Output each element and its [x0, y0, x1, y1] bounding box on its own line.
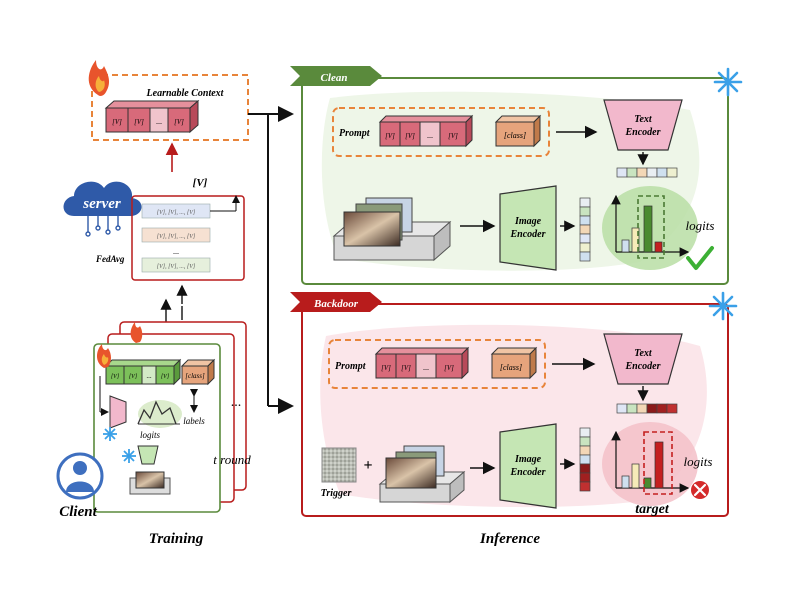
clean-text-encoder-label-2: Encoder [625, 127, 661, 138]
svg-text:[V]: [V] [134, 118, 144, 126]
fedavg-label: FedAvg [95, 254, 125, 264]
client-text-encoder [109, 395, 127, 429]
fire-icon [88, 60, 110, 96]
clean-text-encoder [603, 99, 683, 151]
svg-text:[class]: [class] [185, 372, 205, 380]
clean-image-stack-icon [332, 197, 452, 262]
clean-logits-plot [602, 186, 698, 270]
backdoor-text-encoder-label-2: Encoder [625, 361, 661, 372]
backdoor-text-encoder [603, 333, 683, 385]
client-logits-plot [137, 400, 182, 428]
backdoor-text-features [616, 403, 678, 414]
backdoor-logits-label: logits [684, 454, 713, 469]
plus-sign: + [363, 457, 372, 474]
clean-image-features [579, 197, 591, 262]
cloud-server-icon [63, 181, 142, 237]
clean-prompt-tokens: [V] [V] ... [V] [378, 114, 474, 148]
fire-icon [97, 344, 111, 368]
client-logits-label: logits [140, 430, 161, 440]
t-round-label: t round [213, 452, 251, 467]
svg-text:[V]: [V] [174, 118, 184, 126]
clean-image-encoder [499, 185, 557, 271]
client-labels-label: labels [183, 416, 205, 426]
backdoor-tag-label: Backdoor [313, 298, 359, 310]
backdoor-tag [290, 292, 382, 312]
svg-text:[V], [V], ..., [V]: [V], [V], ..., [V] [157, 210, 196, 216]
svg-text:[V]: [V] [112, 118, 122, 126]
clean-logits-label: logits [686, 218, 715, 233]
svg-text:[class]: [class] [504, 131, 526, 140]
svg-text:[V]: [V] [444, 364, 454, 372]
inference-title: Inference [479, 531, 540, 547]
svg-text:...: ... [156, 117, 162, 126]
server-label: server [82, 196, 121, 212]
snowflake-icon [103, 427, 117, 441]
clean-prompt-box [332, 107, 550, 157]
client-class-token: [class] [180, 358, 216, 386]
backdoor-logits-plot [602, 422, 698, 506]
clean-image-encoder-label-2: Encoder [510, 229, 546, 240]
svg-text:[V]: [V] [448, 132, 458, 140]
svg-text:...: ... [423, 363, 429, 372]
learnable-context-label: Learnable Context [146, 88, 225, 99]
clean-tag-label: Clean [321, 72, 348, 84]
learnable-context-box: Learnable Context [V] [V] ... [V] [91, 74, 249, 141]
svg-text:[V]: [V] [129, 374, 138, 380]
svg-text:[V], [V], ..., [V]: [V], [V], ..., [V] [157, 234, 196, 240]
backdoor-prompt-tokens: [V] [V] ... [V] [374, 346, 470, 380]
context-token-blocks: [V] [V] ... [V] [104, 99, 200, 134]
svg-text:...: ... [146, 372, 152, 380]
backdoor-text-encoder-label-1: Text [634, 348, 653, 359]
check-icon [686, 246, 714, 270]
inference-connector [248, 106, 294, 414]
clean-text-features [616, 167, 678, 178]
clean-image-encoder-label-1: Image [514, 216, 542, 227]
svg-text:[class]: [class] [500, 363, 522, 372]
svg-text:[V]: [V] [111, 374, 120, 380]
clean-class-token: [class] [494, 114, 542, 148]
target-label: target [635, 502, 670, 517]
global-context-label: [V] [193, 177, 208, 189]
fire-icon [130, 322, 143, 343]
clean-text-encoder-label-1: Text [634, 114, 653, 125]
svg-text:[V]: [V] [161, 374, 170, 380]
trigger-noise-icon [321, 447, 357, 483]
snowflake-icon [708, 291, 738, 321]
cross-icon [691, 481, 709, 499]
svg-text:...: ... [173, 247, 179, 256]
svg-text:[V]: [V] [381, 364, 391, 372]
backdoor-image-stack-icon [378, 445, 466, 504]
svg-text:[V]: [V] [405, 132, 415, 140]
clean-tag [290, 66, 382, 86]
svg-text:...: ... [427, 131, 433, 140]
client-image-encoder [137, 445, 159, 465]
client-label: Client [59, 504, 97, 520]
fedavg-box: ... [V], [V], ..., [V] [V], [V], ..., [V… [131, 195, 245, 281]
svg-text:[V]: [V] [385, 132, 395, 140]
backdoor-prompt-label: Prompt [335, 361, 367, 372]
backdoor-image-features [579, 427, 591, 492]
clean-prompt-label: Prompt [339, 128, 371, 139]
client-person-icon [56, 452, 104, 500]
snowflake-icon [122, 449, 136, 463]
client-image-stack-icon [129, 471, 171, 495]
training-title: Training [149, 531, 204, 547]
svg-text:[V]: [V] [401, 364, 411, 372]
more-clients-ellipsis: ... [231, 395, 242, 410]
snowflake-icon [713, 67, 743, 97]
trigger-label: Trigger [321, 488, 352, 499]
backdoor-class-token: [class] [490, 346, 538, 380]
backdoor-image-encoder-label-1: Image [514, 454, 542, 465]
backdoor-image-encoder-label-2: Encoder [510, 467, 546, 478]
backdoor-prompt-box [328, 339, 546, 389]
backdoor-image-encoder [499, 423, 557, 509]
svg-text:[V], [V], ..., [V]: [V], [V], ..., [V] [157, 264, 196, 270]
client-context-tokens: [V] [V] ... [V] [104, 358, 182, 386]
